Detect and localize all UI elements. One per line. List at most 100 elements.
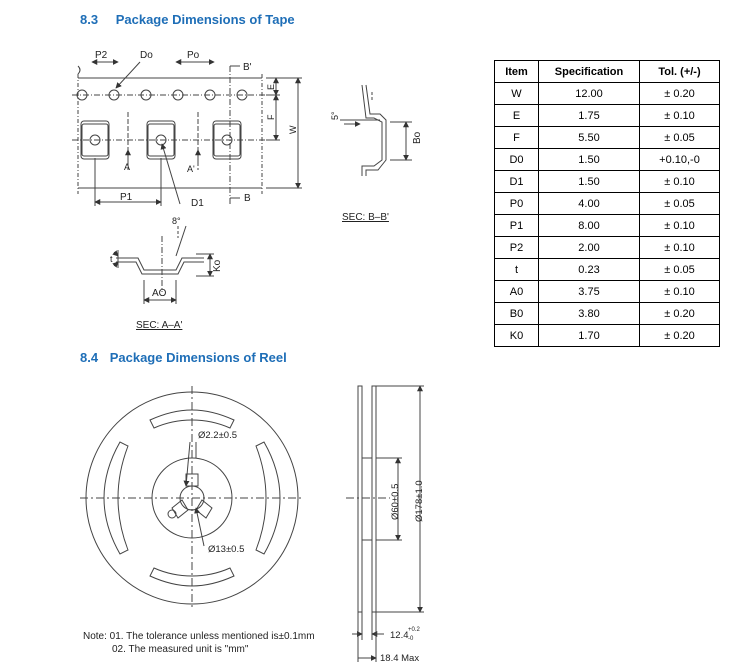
label-ao: AO bbox=[152, 288, 167, 299]
label-a: A bbox=[124, 162, 130, 172]
cell-spec: 8.00 bbox=[538, 214, 640, 237]
label-f: F bbox=[266, 114, 276, 120]
cell-item: K0 bbox=[494, 324, 539, 347]
table-header-item: Item bbox=[494, 60, 539, 83]
section-aa-labels: 8° t Ko AO SEC: A–A' bbox=[110, 216, 223, 331]
cell-item: A0 bbox=[494, 280, 539, 303]
section-title: Package Dimensions of Tape bbox=[115, 12, 295, 27]
section-bb-view bbox=[340, 84, 412, 176]
label-bo: Bo bbox=[412, 131, 423, 144]
table-header-spec: Specification bbox=[538, 60, 640, 83]
label-w124-plus: +0.2 bbox=[408, 627, 421, 633]
cell-spec: 5.50 bbox=[538, 126, 640, 149]
cell-tol: +0.10,-0 bbox=[639, 148, 720, 171]
cell-spec: 1.70 bbox=[538, 324, 640, 347]
table-header-tol: Tol. (+/-) bbox=[639, 60, 720, 83]
cell-tol: ± 0.10 bbox=[639, 236, 720, 259]
label-a-prime: A' bbox=[187, 164, 195, 174]
section-heading-tape: 8.3 Package Dimensions of Tape bbox=[80, 12, 295, 27]
cell-item: D1 bbox=[494, 170, 539, 193]
cell-item: P1 bbox=[494, 214, 539, 237]
table-header-row: Item Specification Tol. (+/-) bbox=[494, 60, 720, 83]
section-bb-labels: 5° Bo SEC: B–B' bbox=[330, 111, 423, 223]
cell-spec: 2.00 bbox=[538, 236, 640, 259]
cell-item: E bbox=[494, 104, 539, 127]
cell-item: F bbox=[494, 126, 539, 149]
label-p1: P1 bbox=[120, 192, 133, 203]
label-po: Po bbox=[187, 50, 200, 61]
cell-tol: ± 0.10 bbox=[639, 280, 720, 303]
label-p2: P2 bbox=[95, 50, 108, 61]
label-sec-bb: SEC: B–B' bbox=[342, 212, 389, 223]
cell-spec: 12.00 bbox=[538, 82, 640, 105]
label-w124: 12.4 bbox=[390, 630, 409, 641]
cell-tol: ± 0.20 bbox=[639, 302, 720, 325]
cell-tol: ± 0.20 bbox=[639, 324, 720, 347]
cell-spec: 1.75 bbox=[538, 104, 640, 127]
section-number: 8.4 bbox=[80, 350, 99, 365]
label-b: B bbox=[244, 193, 251, 204]
cell-spec: 3.75 bbox=[538, 280, 640, 303]
label-w124-minus: -0 bbox=[408, 636, 414, 642]
cell-item: P2 bbox=[494, 236, 539, 259]
section-number: 8.3 bbox=[80, 12, 99, 27]
label-t: t bbox=[110, 254, 113, 264]
cell-spec: 3.80 bbox=[538, 302, 640, 325]
label-d60: Ø60±0.5 bbox=[390, 484, 401, 520]
cell-tol: ± 0.05 bbox=[639, 258, 720, 281]
label-d178: Ø178±1.0 bbox=[414, 480, 425, 522]
section-heading-reel: 8.4 Package Dimensions of Reel bbox=[80, 350, 287, 365]
label-d13: Ø13±0.5 bbox=[208, 544, 244, 555]
label-do: Do bbox=[140, 50, 153, 61]
reel-side-labels: Ø60±0.5 Ø178±1.0 12.4 +0.2 -0 18.4 Max bbox=[380, 480, 425, 664]
cell-item: B0 bbox=[494, 302, 539, 325]
cell-tol: ± 0.10 bbox=[639, 170, 720, 193]
label-angle8: 8° bbox=[172, 216, 181, 226]
cell-tol: ± 0.20 bbox=[639, 82, 720, 105]
cell-tol: ± 0.05 bbox=[639, 192, 720, 215]
label-angle5: 5° bbox=[330, 111, 340, 120]
note-line-1: Note: 01. The tolerance unless mentioned… bbox=[83, 631, 315, 642]
reel-front-view bbox=[80, 386, 304, 610]
cell-spec: 1.50 bbox=[538, 148, 640, 171]
label-e: E bbox=[266, 84, 276, 90]
tape-top-view-labels: P2 Do Po B' E F W A A' P1 D1 B bbox=[95, 50, 298, 209]
label-ko: Ko bbox=[212, 259, 223, 272]
label-w184: 18.4 Max bbox=[380, 653, 419, 664]
cell-spec: 0.23 bbox=[538, 258, 640, 281]
cell-item: P0 bbox=[494, 192, 539, 215]
cell-item: D0 bbox=[494, 148, 539, 171]
cell-tol: ± 0.10 bbox=[639, 104, 720, 127]
cell-tol: ± 0.05 bbox=[639, 126, 720, 149]
label-d22: Ø2.2±0.5 bbox=[198, 430, 237, 441]
label-w: W bbox=[288, 125, 298, 134]
cell-spec: 4.00 bbox=[538, 192, 640, 215]
section-title: Package Dimensions of Reel bbox=[109, 350, 287, 365]
reel-front-labels: Ø2.2±0.5 Ø13±0.5 bbox=[198, 430, 244, 555]
label-sec-aa: SEC: A–A' bbox=[136, 320, 182, 331]
section-aa-view bbox=[112, 225, 214, 304]
cell-spec: 1.50 bbox=[538, 170, 640, 193]
tape-top-view bbox=[72, 59, 302, 206]
note-line-2: 02. The measured unit is "mm" bbox=[112, 644, 249, 655]
label-b-prime: B' bbox=[243, 62, 252, 73]
label-d1: D1 bbox=[191, 198, 204, 209]
cell-item: W bbox=[494, 82, 539, 105]
cell-item: t bbox=[494, 258, 539, 281]
cell-tol: ± 0.10 bbox=[639, 214, 720, 237]
reel-side-view bbox=[346, 385, 424, 662]
